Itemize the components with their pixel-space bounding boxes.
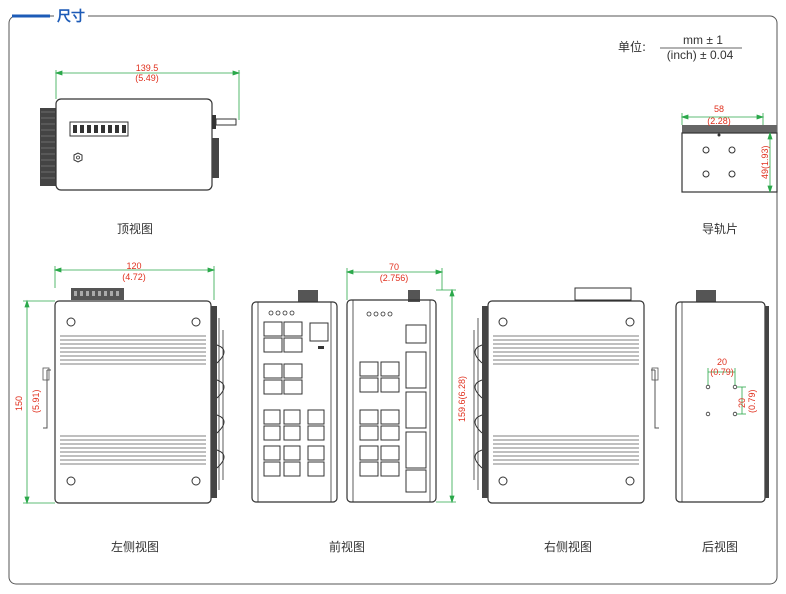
unit-prefix: 单位: — [618, 40, 647, 54]
front-width-in: (2.756) — [379, 273, 409, 283]
front-width-mm: 70 — [388, 262, 399, 272]
rear-view — [675, 290, 769, 503]
left-width-mm: 120 — [126, 261, 142, 271]
unit-imperial: (inch) ± 0.04 — [666, 48, 734, 62]
rail-clip-view — [680, 113, 778, 194]
left-view-body — [54, 300, 212, 504]
top-width-in: (5.49) — [135, 73, 159, 83]
front-view-a — [251, 290, 338, 503]
top-view-heatsink — [40, 108, 56, 186]
top-view-ground-screw — [73, 152, 83, 163]
rail-height: 49(1.93) — [760, 145, 770, 179]
label-front-view: 前视图 — [328, 540, 365, 554]
label-top-view: 顶视图 — [116, 222, 153, 236]
top-view-body — [55, 98, 213, 191]
right-view-body — [487, 300, 645, 504]
rail-width-in: (2.28) — [707, 116, 731, 126]
front-a-body — [251, 301, 338, 503]
rail-clip-body — [681, 132, 778, 193]
front-b-antenna-base — [408, 290, 420, 302]
rail-clip-top-bar — [682, 125, 777, 133]
label-right-view: 右侧视图 — [543, 540, 592, 554]
label-rear-view: 后视图 — [701, 540, 738, 554]
section-title: 尺寸 — [54, 6, 88, 26]
left-width-in: (4.72) — [122, 272, 146, 282]
left-height-mm: 150 — [14, 395, 24, 411]
front-view-b — [345, 268, 456, 504]
left-side-view — [23, 266, 225, 505]
top-width-mm: 139.5 — [135, 63, 159, 73]
unit-metric: mm ± 1 — [683, 33, 723, 47]
front-height: 159.6(6.28) — [457, 375, 467, 422]
front-b-body — [346, 299, 437, 503]
rail-width-mm: 58 — [713, 104, 724, 114]
drawing-frame — [8, 15, 778, 585]
top-view — [40, 70, 241, 191]
rear-hole-v-in: (0.79) — [747, 389, 757, 413]
left-height-in: (5.91) — [31, 389, 41, 413]
top-view-terminal-block — [69, 121, 129, 137]
label-left-view: 左侧视图 — [110, 540, 159, 554]
top-view-antenna-stub — [215, 118, 237, 126]
label-rail-clip: 导轨片 — [701, 222, 738, 236]
front-a-antenna-base — [298, 290, 318, 302]
rear-hole-h-mm: 20 — [716, 357, 727, 367]
rear-hole-v-mm: 20 — [737, 397, 747, 408]
rear-antenna-base — [696, 290, 716, 302]
right-view-top-block — [574, 287, 632, 301]
right-side-view — [473, 287, 659, 504]
rear-hole-h-in: (0.79) — [710, 367, 734, 377]
top-view-rail-clip — [212, 138, 219, 178]
